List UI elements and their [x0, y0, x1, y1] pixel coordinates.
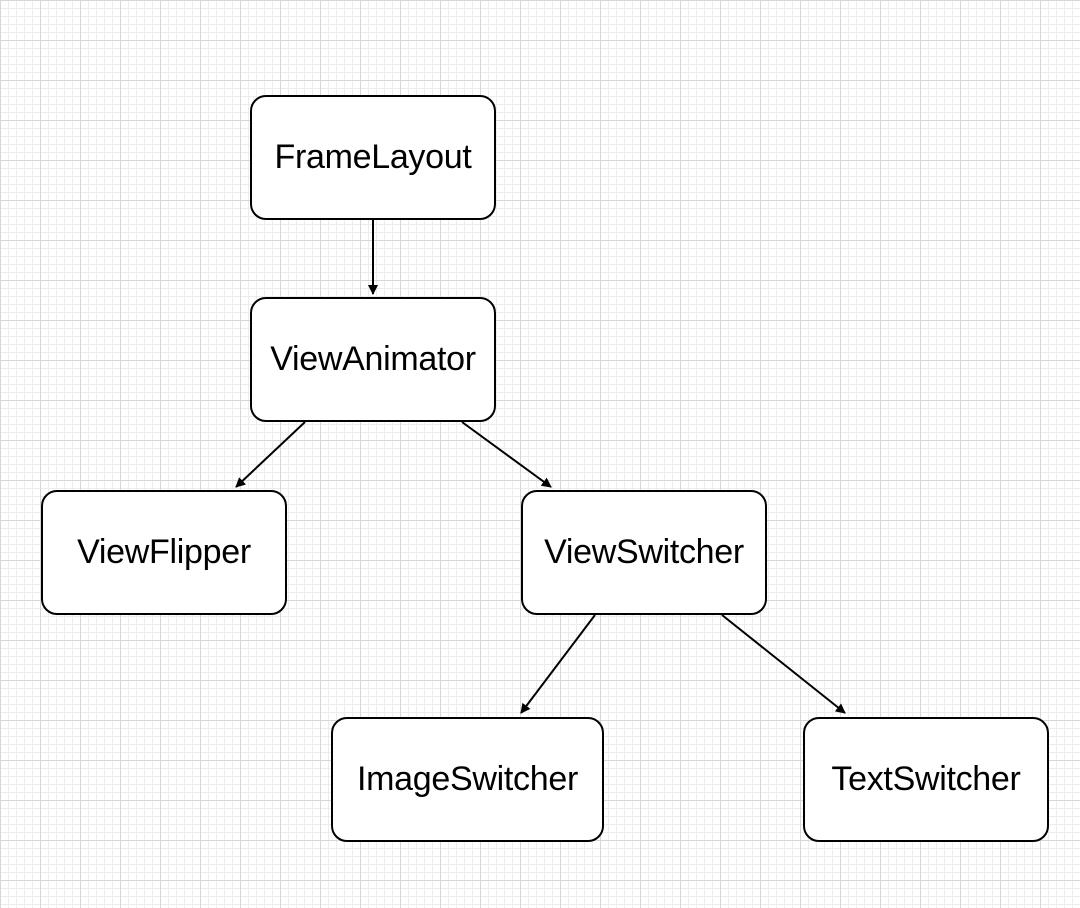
node-viewanimator[interactable]: ViewAnimator	[250, 297, 496, 422]
node-label: ViewFlipper	[77, 533, 251, 571]
node-label: ViewSwitcher	[544, 533, 744, 571]
node-label: TextSwitcher	[831, 760, 1021, 798]
node-framelayout[interactable]: FrameLayout	[250, 95, 496, 220]
edge-viewswitcher-imageswitcher	[520, 614, 596, 714]
edge-viewanimator-viewswitcher	[461, 421, 552, 488]
node-label: FrameLayout	[274, 138, 472, 176]
edge-viewanimator-viewflipper	[235, 421, 306, 488]
node-textswitcher[interactable]: TextSwitcher	[803, 717, 1049, 842]
node-label: ImageSwitcher	[357, 760, 578, 798]
node-viewswitcher[interactable]: ViewSwitcher	[521, 490, 767, 615]
node-imageswitcher[interactable]: ImageSwitcher	[331, 717, 604, 842]
edge-viewswitcher-textswitcher	[721, 614, 846, 714]
node-viewflipper[interactable]: ViewFlipper	[41, 490, 287, 615]
node-label: ViewAnimator	[270, 340, 476, 378]
